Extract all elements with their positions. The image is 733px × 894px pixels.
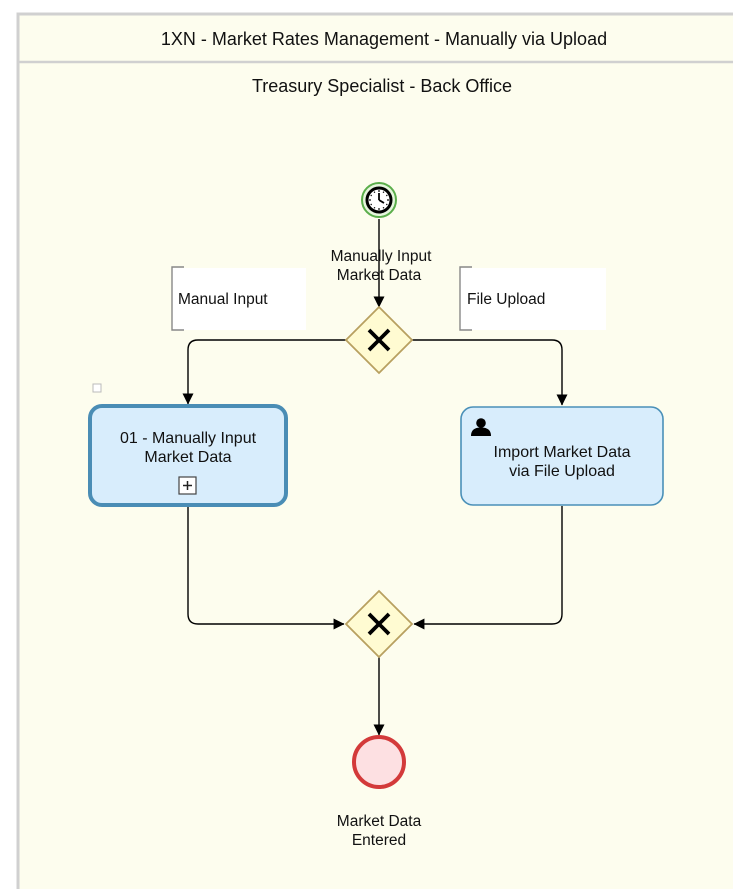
selection-handle[interactable]: [92, 383, 102, 393]
task-label-line1: 01 - Manually Input: [120, 430, 257, 447]
lane[interactable]: Treasury Specialist - Back Office: [252, 76, 512, 96]
x-icon: [367, 328, 391, 352]
flow-upload-task-to-join[interactable]: [413, 506, 563, 630]
annotation-background: [172, 268, 306, 330]
user-icon: [471, 418, 491, 436]
annotation-text: Manual Input: [178, 291, 268, 308]
end-event-label-line2: Entered: [352, 832, 406, 849]
start-event-label-line1: Manually Input: [331, 248, 433, 265]
task-label-line1: Import Market Data: [494, 444, 631, 461]
manual-input-subprocess[interactable]: 01 - Manually Input Market Data: [88, 383, 288, 507]
annotation-bracket: [171, 266, 184, 331]
clock-icon: [365, 186, 393, 214]
start-event-label-line2: Market Data: [337, 267, 422, 284]
sequence-flows: [182, 219, 568, 736]
subprocess-plus-icon[interactable]: [178, 476, 197, 495]
split-gateway[interactable]: [344, 305, 414, 375]
end-event-label-line1: Market Data: [337, 813, 422, 830]
task-label-line2: Market Data: [144, 449, 231, 466]
pool-title: 1XN - Market Rates Management - Manually…: [161, 29, 607, 49]
annotation-background: [460, 268, 606, 330]
annotation-text: File Upload: [467, 291, 545, 308]
flow-split-to-manual-task[interactable]: [182, 339, 347, 405]
flow-split-to-upload-task[interactable]: [411, 339, 568, 406]
annotation-manual-input[interactable]: Manual Input: [171, 266, 306, 331]
annotation-file-upload[interactable]: File Upload: [459, 266, 606, 331]
annotation-bracket: [459, 266, 472, 331]
file-upload-user-task[interactable]: Import Market Data via File Upload: [460, 406, 664, 506]
end-event[interactable]: Market Data Entered: [337, 735, 422, 849]
end-event-circle: [352, 735, 406, 789]
join-gateway[interactable]: [344, 589, 414, 659]
start-event[interactable]: Manually Input Market Data: [331, 182, 433, 284]
lane-title: Treasury Specialist - Back Office: [252, 76, 512, 96]
task-label-line2: via File Upload: [509, 463, 615, 480]
flow-manual-task-to-join[interactable]: [187, 506, 345, 630]
x-icon: [367, 612, 391, 636]
task-box: [460, 406, 664, 506]
task-box: [88, 404, 288, 507]
